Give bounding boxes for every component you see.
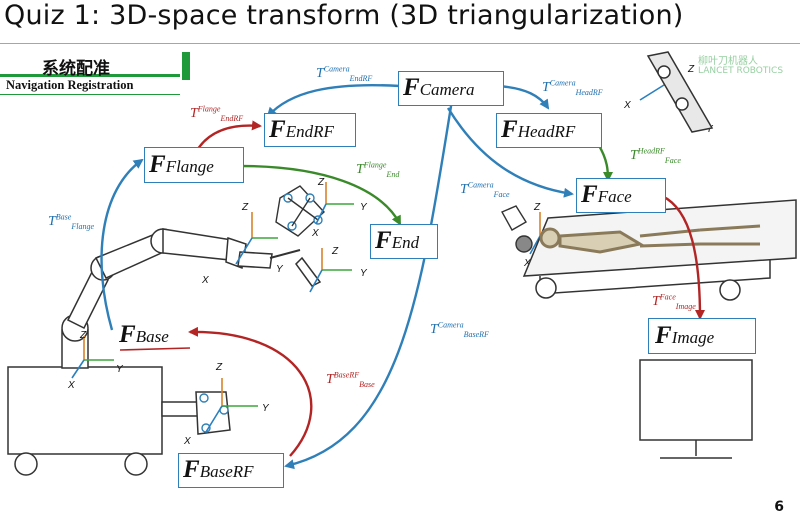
arrow-face-image [661, 194, 705, 320]
nav-underline [0, 94, 180, 95]
frame-camera-F: F [403, 74, 420, 101]
transform-camera-endrf: TCameraEndRF [316, 64, 373, 83]
arrow-flange-end [239, 164, 402, 226]
nav-title-cn: 系统配准 [42, 59, 110, 79]
axis-z-label-3: Z [331, 246, 339, 257]
frame-endrf-F: F [269, 116, 286, 143]
axis-x-label-1: X [201, 275, 209, 286]
transform-baserf-base: TBaseRFBase [326, 370, 375, 389]
axis-x-label-7: X [523, 258, 531, 269]
arrow-headrf-face [596, 143, 613, 182]
frame-base-sub: Base [135, 327, 169, 346]
frame-baserf: FBaseRF [178, 453, 284, 488]
axis-x-label-4: X [67, 380, 75, 391]
page-number: 6 [774, 499, 784, 515]
arrow-camera-baserf [284, 99, 454, 470]
axis-z-label-6: Z [687, 64, 695, 75]
frame-end-F: F [375, 227, 392, 254]
arrow-flange-endrf [194, 120, 262, 153]
axis-y-label-6: Y [706, 124, 714, 135]
t-camera-endrf-sup: Camera [323, 64, 350, 74]
axis-x-label-2: X [311, 228, 319, 239]
frame-image-F: F [655, 322, 672, 349]
robot-tool-mount [237, 251, 273, 269]
arrow-camera-headrf [497, 84, 550, 110]
axis-y-label-5: Y [262, 403, 270, 414]
transform-camera-headrf: TCameraHeadRF [542, 78, 603, 97]
frame-baserf-F: F [183, 456, 200, 483]
transform-camera-face: TCameraFace [460, 180, 510, 199]
frame-flange-sub: Flange [165, 157, 214, 176]
frame-base-F: F [119, 321, 136, 348]
arrow-baserf-base [188, 326, 313, 457]
watermark-logo-en: LANCET ROBOTICS [698, 66, 784, 76]
arrow-camera-endrf [266, 83, 401, 118]
axis-z-label-5: Z [215, 362, 223, 373]
title-divider [0, 43, 800, 44]
frame-headrf-F: F [501, 116, 518, 143]
frame-camera: FCamera [398, 71, 504, 106]
frame-base: FBase [114, 318, 192, 352]
frame-face-F: F [581, 181, 598, 208]
nav-green-line [0, 74, 180, 77]
endrf-tracker [275, 185, 325, 237]
axis-z-label-2: Z [317, 177, 325, 188]
transform-base-flange: TBaseFlange [48, 212, 95, 231]
axis-x-label-5: X [183, 436, 191, 447]
frame-camera-sub: Camera [419, 80, 475, 99]
axis-z-label-1: Z [241, 202, 249, 213]
frame-flange-F: F [149, 151, 166, 178]
transform-face-image: TFaceImage [652, 292, 696, 311]
cart-body [7, 366, 163, 455]
base-underline [119, 347, 191, 351]
axis-z-label-4: Z [79, 330, 87, 341]
robot-link-1 [66, 270, 110, 330]
frame-image: FImage [648, 318, 756, 354]
axis-x-label-6: X [623, 100, 631, 111]
transform-flange-endrf: TFlangeEndRF [190, 104, 244, 123]
frame-image-sub: Image [671, 328, 715, 347]
slide-title: Quiz 1: 3D-space transform (3D triangula… [4, 0, 684, 31]
axis-y-label-1: Y [276, 264, 284, 275]
watermark-logo-cn: 柳叶刀机器人 [698, 56, 758, 67]
frame-end-sub: End [391, 233, 420, 252]
t-camera-endrf-sub: EndRF [349, 73, 373, 83]
headrf-plate [646, 51, 714, 133]
nav-accent-bar [182, 52, 190, 80]
frame-headrf: FHeadRF [496, 113, 602, 148]
nav-title-en: Navigation Registration [6, 78, 134, 92]
frame-endrf-sub: EndRF [285, 122, 334, 141]
frame-endrf: FEndRF [264, 113, 356, 147]
frame-face: FFace [576, 178, 666, 213]
frame-end: FEnd [370, 224, 438, 259]
cart-wheel-right [124, 452, 148, 476]
tool-shaft [269, 249, 301, 259]
arrow-camera-face [446, 107, 574, 198]
transform-headrf-face: THeadRFFace [630, 146, 681, 165]
robot-link-3 [162, 228, 233, 261]
face-tracker [501, 205, 533, 253]
arrow-base-flange [100, 158, 144, 331]
monitor [639, 359, 753, 459]
frame-baserf-sub: BaseRF [199, 462, 254, 481]
cart-wheel-left [14, 452, 38, 476]
base-tracker-mount [161, 401, 199, 417]
axis-y-label-4: Y [116, 364, 124, 375]
surgical-tool [295, 256, 322, 287]
axis-y-label-3: Y [360, 268, 368, 279]
frame-face-sub: Face [597, 187, 632, 206]
operating-table [522, 199, 797, 301]
frame-flange: FFlange [144, 147, 244, 183]
axis-z-label-7: Z [533, 202, 541, 213]
transform-flange-end: TFlangeEnd [356, 160, 400, 179]
frame-headrf-sub: HeadRF [517, 122, 576, 141]
transform-camera-baserf: TCameraBaseRF [430, 320, 489, 339]
axis-y-label-2: Y [360, 202, 368, 213]
